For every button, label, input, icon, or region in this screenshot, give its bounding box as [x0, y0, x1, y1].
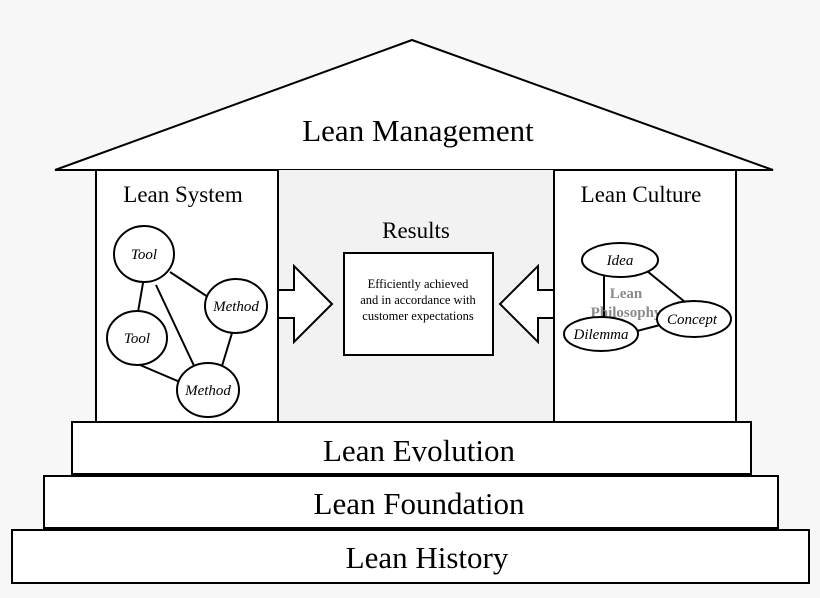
node-method-1-label: Method — [212, 299, 259, 315]
node-dilemma-label: Dilemma — [573, 327, 629, 343]
edge-idea-concept — [646, 270, 686, 303]
node-method-1 — [204, 278, 268, 334]
right-network-nodes: Idea Concept Dilemma — [563, 242, 732, 352]
left-network-edges — [137, 271, 233, 383]
results-line-1: Efficiently achieved — [368, 277, 470, 291]
results-line-3: customer expectations — [362, 309, 474, 323]
left-network-nodes: Tool Method Tool Method — [106, 225, 268, 418]
edge-method-method — [221, 332, 233, 367]
right-arrow — [498, 263, 555, 345]
step-lean-evolution — [71, 421, 752, 475]
results-box — [343, 252, 494, 356]
node-tool-2-label: Tool — [124, 331, 150, 347]
node-tool-2 — [106, 310, 168, 366]
results-title: Results — [382, 218, 450, 243]
node-method-2 — [176, 362, 240, 418]
step-lean-history-label: Lean History — [346, 540, 509, 575]
node-concept — [656, 300, 732, 338]
node-idea — [581, 242, 659, 278]
node-concept-label: Concept — [667, 312, 718, 328]
roof-title: Lean Management — [302, 113, 534, 148]
step-lean-history — [11, 529, 810, 584]
node-tool-1-label: Tool — [131, 247, 157, 263]
edge-dilemma-concept — [636, 324, 661, 332]
node-tool-1 — [113, 225, 175, 283]
left-arrow — [277, 263, 334, 345]
node-dilemma — [563, 316, 639, 352]
step-lean-foundation — [43, 475, 779, 529]
watermark-lean: Lean — [610, 286, 643, 302]
watermark-philosophy: Philosophy — [591, 305, 662, 321]
right-network-edges — [603, 270, 686, 332]
results-line-2: and in accordance with — [360, 293, 476, 307]
edge-tool-method — [169, 271, 209, 298]
right-pillar-title: Lean Culture — [581, 182, 702, 207]
node-idea-label: Idea — [606, 253, 634, 269]
edge-tool-method-lower — [155, 284, 197, 371]
left-pillar-title: Lean System — [123, 182, 243, 207]
step-lean-foundation-label: Lean Foundation — [314, 486, 525, 521]
node-method-2-label: Method — [184, 383, 231, 399]
right-pillar — [553, 169, 737, 423]
step-lean-evolution-label: Lean Evolution — [323, 433, 515, 468]
edge-tool-tool — [137, 282, 144, 313]
edge-tool-method-bottom — [139, 364, 181, 383]
